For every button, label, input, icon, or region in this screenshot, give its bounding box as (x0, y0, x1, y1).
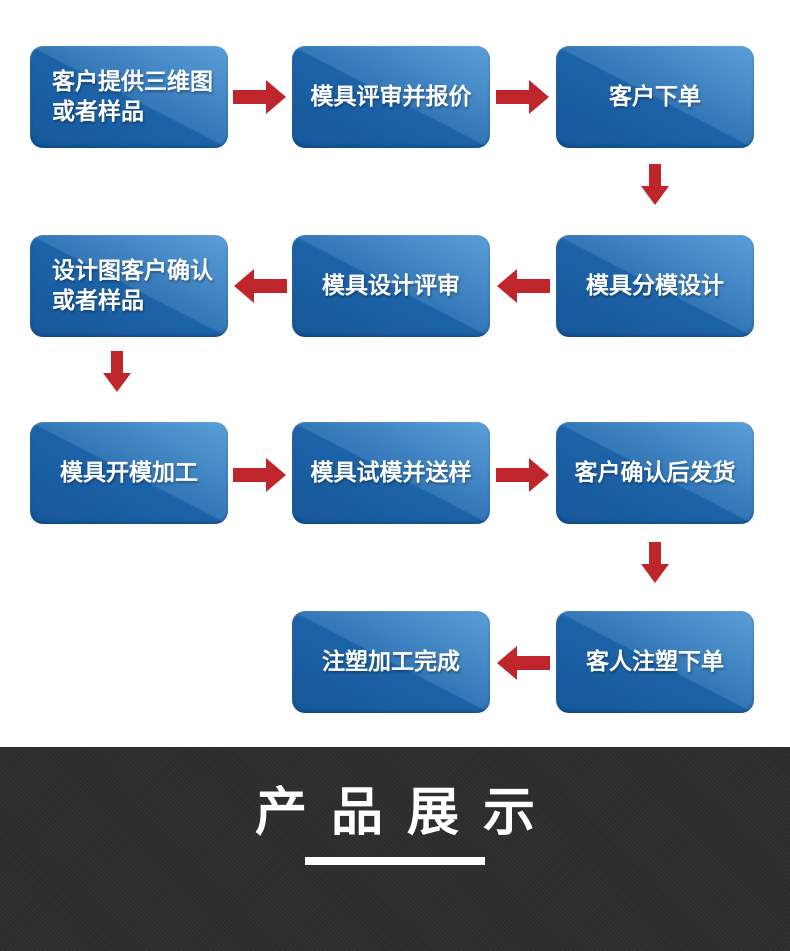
arrow-down-icon (641, 542, 669, 583)
flow-step-label: 客户提供三维图 或者样品 (52, 69, 213, 125)
arrow-right-icon (233, 458, 286, 492)
flow-step-customer-order: 客户下单 (556, 46, 754, 148)
flow-step-label: 客户确认后发货 (574, 460, 736, 486)
arrow-down-icon (641, 164, 669, 205)
flow-step-design-confirm: 设计图客户确认 或者样品 (30, 235, 228, 337)
banner-underline (305, 857, 485, 866)
flow-step-injection-order: 客人注塑下单 (556, 611, 754, 713)
flow-step-label: 注塑加工完成 (322, 649, 460, 675)
arrow-down-icon (103, 351, 131, 392)
arrow-left-icon (234, 269, 287, 303)
arrow-right-icon (233, 80, 286, 114)
arrow-left-icon (497, 269, 550, 303)
flow-step-injection-complete: 注塑加工完成 (292, 611, 490, 713)
flow-step-label: 模具分模设计 (586, 273, 724, 299)
flow-step-label: 模具评审并报价 (310, 84, 472, 110)
arrow-right-icon (496, 458, 549, 492)
flow-step-mold-design-review: 模具设计评审 (292, 235, 490, 337)
flow-step-label: 设计图客户确认 或者样品 (52, 258, 213, 314)
banner-title: 产品展示 (254, 783, 559, 843)
flow-step-label: 模具开模加工 (60, 460, 198, 486)
flow-step-mold-machining: 模具开模加工 (30, 422, 228, 524)
flow-step-mold-review-quote: 模具评审并报价 (292, 46, 490, 148)
flow-step-label: 客人注塑下单 (586, 649, 724, 675)
flow-step-label: 客户下单 (609, 84, 701, 110)
flow-step-label: 模具设计评审 (322, 273, 460, 299)
flow-step-provide-3d-drawing: 客户提供三维图 或者样品 (30, 46, 228, 148)
arrow-left-icon (497, 646, 550, 680)
flow-step-mold-parting-design: 模具分模设计 (556, 235, 754, 337)
arrow-right-icon (496, 80, 549, 114)
product-display-banner: 产品展示 (0, 747, 790, 951)
flow-step-mold-trial-sample: 模具试模并送样 (292, 422, 490, 524)
flow-step-confirm-shipment: 客户确认后发货 (556, 422, 754, 524)
flow-step-label: 模具试模并送样 (310, 460, 472, 486)
